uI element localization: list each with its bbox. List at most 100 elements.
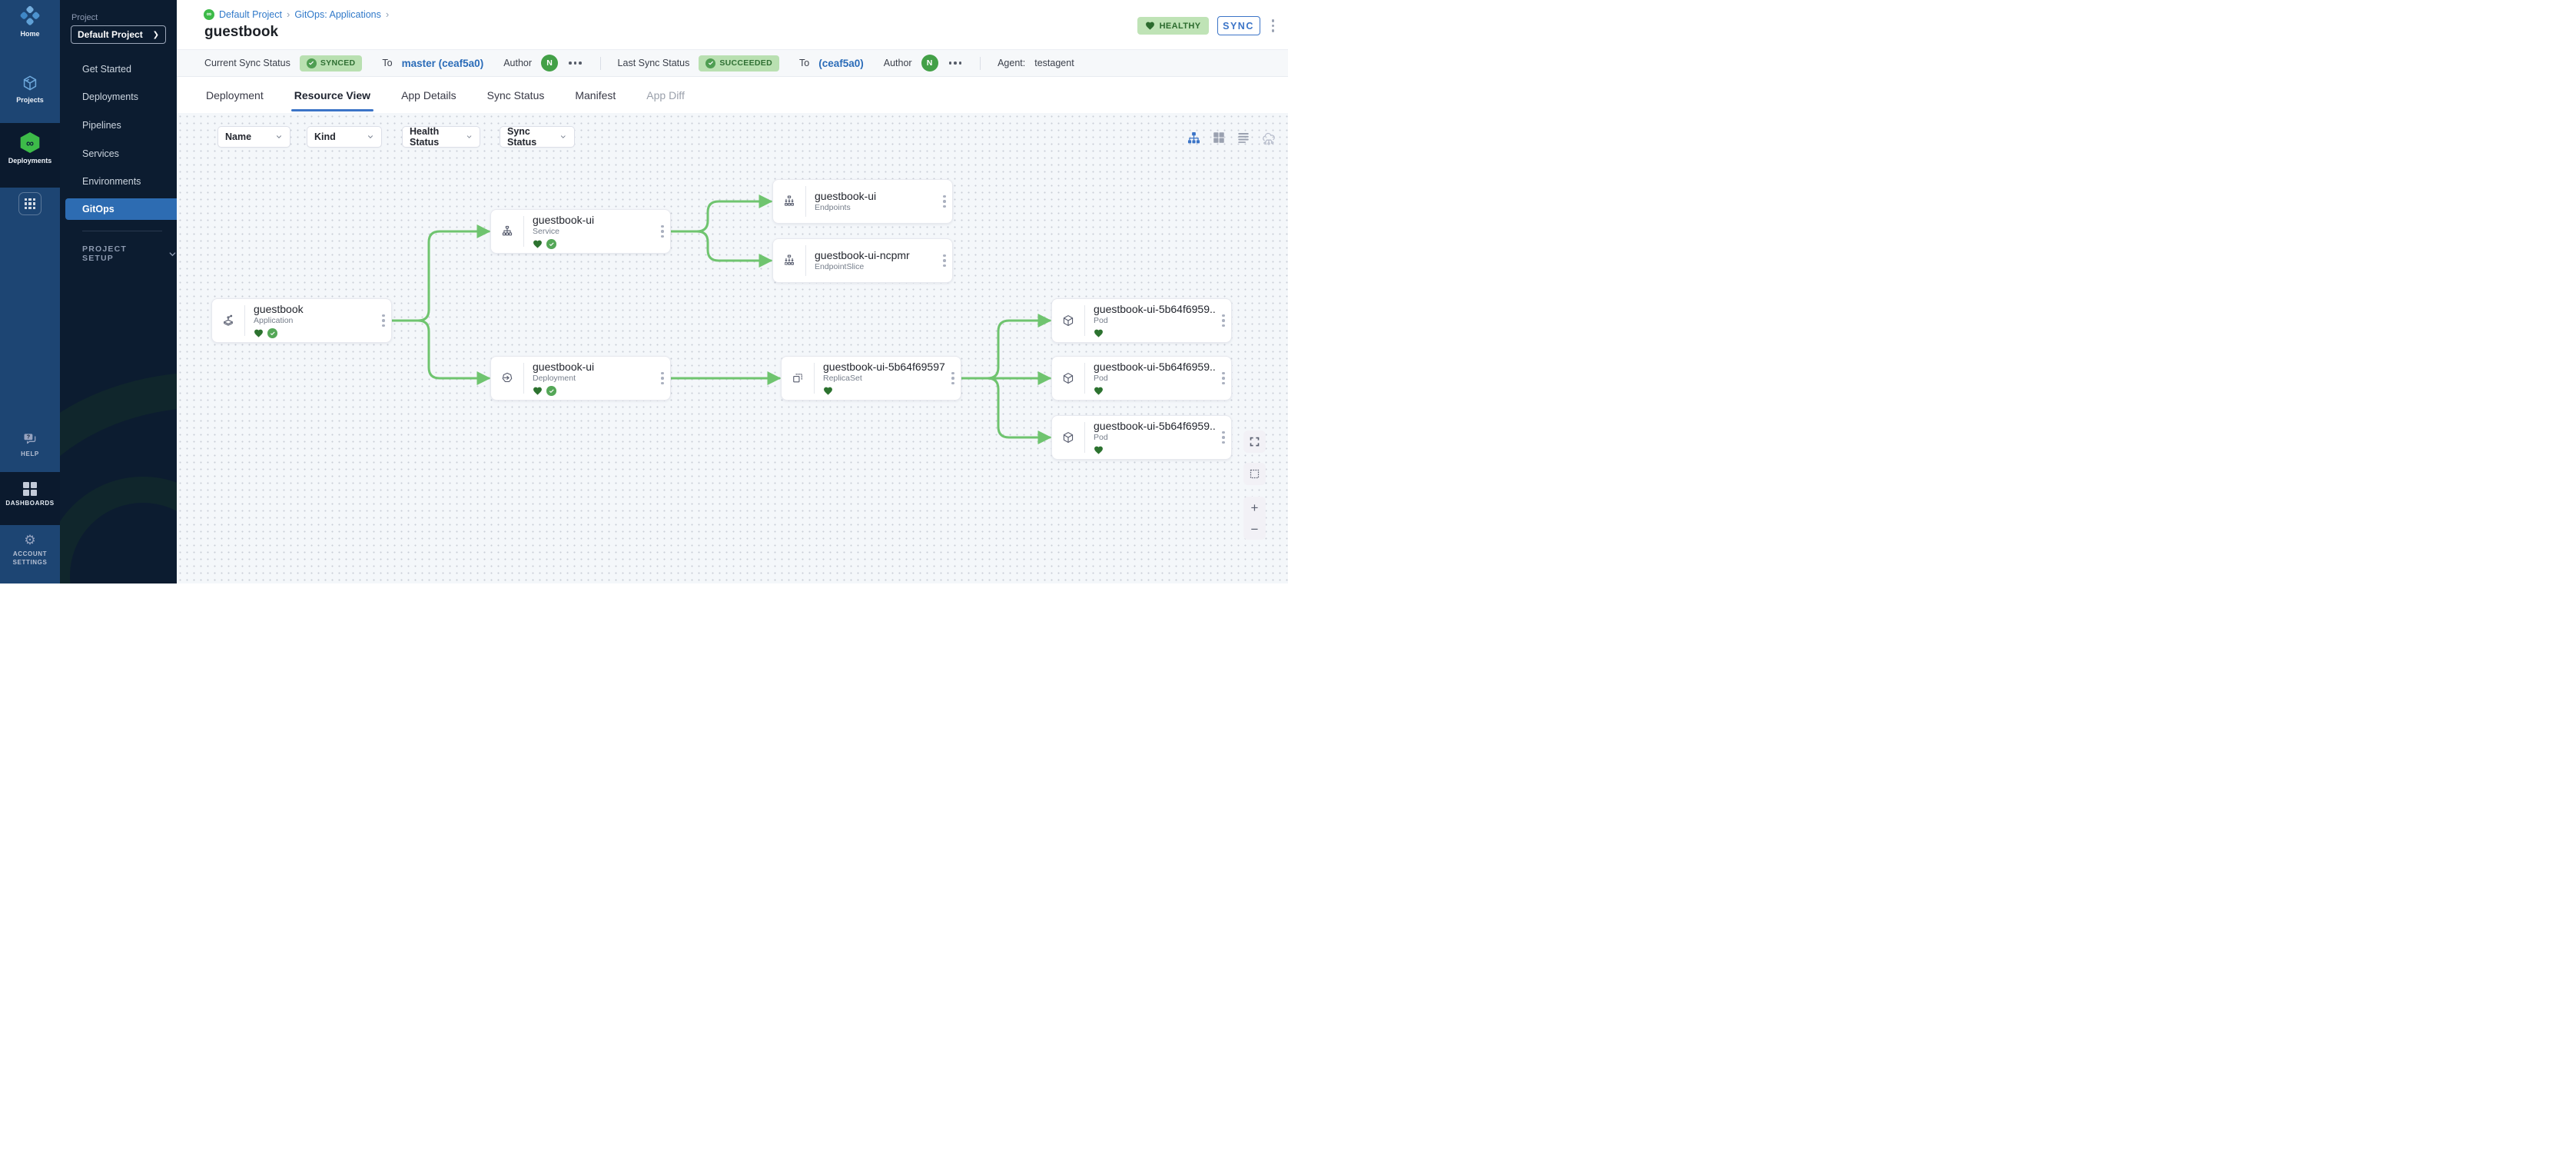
current-sync-status-label: Current Sync Status xyxy=(204,58,290,68)
tab-resource-view[interactable]: Resource View xyxy=(290,78,374,112)
page-title: guestbook xyxy=(204,24,279,40)
heart-icon xyxy=(1145,22,1154,30)
endpointslice-icon xyxy=(773,254,805,268)
project-selector[interactable]: Default Project ❯ xyxy=(71,25,166,44)
app-root: Home Projects ∞ Deployments ? HELP xyxy=(0,0,1288,584)
rail-item-label: ACCOUNT xyxy=(12,550,48,557)
node-divider xyxy=(523,363,524,394)
rail-item-label: Deployments xyxy=(8,157,52,165)
node-title: guestbook-ui-5b64f6959... xyxy=(1094,361,1216,374)
author-avatar[interactable]: N xyxy=(541,55,559,71)
sidebar-item-get-started[interactable]: Get Started xyxy=(82,64,131,75)
resource-node-pod-2[interactable]: guestbook-ui-5b64f6959...Pod xyxy=(1051,356,1232,401)
chevron-down-icon xyxy=(169,251,176,256)
sync-status-filter-dropdown[interactable]: Sync Status xyxy=(500,126,575,148)
check-icon xyxy=(306,58,317,68)
node-menu-icon[interactable] xyxy=(655,371,670,385)
agent-label: Agent: xyxy=(998,58,1026,68)
author-avatar[interactable]: N xyxy=(921,55,938,71)
last-sync-target-link[interactable]: (ceaf5a0) xyxy=(818,57,864,69)
kind-filter-dropdown[interactable]: Kind xyxy=(307,126,382,148)
list-view-toggle[interactable] xyxy=(1235,129,1252,146)
node-menu-icon[interactable] xyxy=(945,371,961,385)
healthy-heart-icon xyxy=(533,240,542,248)
tree-view-toggle[interactable] xyxy=(1185,129,1202,146)
node-divider xyxy=(523,216,524,247)
rail-item-help[interactable]: ? HELP xyxy=(0,431,60,459)
node-menu-icon[interactable] xyxy=(655,224,670,238)
project-setup-toggle[interactable]: PROJECT SETUP xyxy=(82,244,177,263)
resource-tree-canvas[interactable]: Name Kind Health Status Sync Status xyxy=(177,113,1288,584)
app-menu-icon[interactable] xyxy=(1269,18,1278,34)
pod-icon xyxy=(1052,371,1084,385)
sidebar-item-environments[interactable]: Environments xyxy=(82,176,141,187)
service-icon xyxy=(491,224,523,238)
module-picker-button[interactable] xyxy=(0,192,60,215)
breadcrumb-applications-link[interactable]: GitOps: Applications xyxy=(294,8,381,20)
resource-node-pod-3[interactable]: guestbook-ui-5b64f6959...Pod xyxy=(1051,415,1232,460)
rail-item-dashboards[interactable]: DASHBOARDS xyxy=(0,482,60,508)
healthy-heart-icon xyxy=(824,387,832,395)
grid-view-toggle[interactable] xyxy=(1210,129,1227,146)
rail-item-label: DASHBOARDS xyxy=(5,500,55,507)
rail-item-account-settings[interactable]: ⚙ ACCOUNT SETTINGS xyxy=(0,534,60,567)
node-status-icons xyxy=(254,328,376,338)
node-menu-icon[interactable] xyxy=(376,314,391,327)
tab-app-details[interactable]: App Details xyxy=(401,88,456,101)
gear-icon: ⚙ xyxy=(24,533,36,547)
tab-deployment[interactable]: Deployment xyxy=(206,88,264,101)
node-menu-icon[interactable] xyxy=(937,254,952,268)
sync-button[interactable]: SYNC xyxy=(1217,16,1260,35)
rail-item-projects[interactable]: Projects xyxy=(0,74,60,104)
endpoints-icon xyxy=(773,194,805,208)
sidebar-watermark xyxy=(60,373,177,584)
sidebar-item-deployments[interactable]: Deployments xyxy=(82,91,138,102)
project-sidebar: Project Default Project ❯ Get Started De… xyxy=(60,0,177,584)
sidebar-item-services[interactable]: Services xyxy=(82,148,119,159)
tab-sync-status[interactable]: Sync Status xyxy=(486,88,545,101)
commit-details-icon[interactable] xyxy=(567,62,583,65)
node-kind: Pod xyxy=(1094,316,1108,326)
rail-item-home[interactable]: Home xyxy=(0,5,60,38)
name-filter-dropdown[interactable]: Name xyxy=(217,126,290,148)
node-menu-icon[interactable] xyxy=(1216,371,1231,385)
node-status-icons xyxy=(1094,445,1216,455)
node-kind: Deployment xyxy=(533,374,576,384)
node-menu-icon[interactable] xyxy=(937,194,952,208)
sidebar-item-gitops[interactable]: GitOps xyxy=(65,198,177,220)
sidebar-item-pipelines[interactable]: Pipelines xyxy=(82,120,121,131)
node-status-icons xyxy=(1094,328,1216,338)
marquee-select-button[interactable] xyxy=(1243,463,1266,485)
node-menu-icon[interactable] xyxy=(1216,431,1231,444)
agent-value: testagent xyxy=(1034,58,1074,68)
zoom-in-button[interactable]: + xyxy=(1250,500,1259,515)
tab-manifest[interactable]: Manifest xyxy=(575,88,616,101)
breadcrumb-project-link[interactable]: Default Project xyxy=(219,8,282,20)
node-kind: EndpointSlice xyxy=(815,262,865,272)
node-menu-icon[interactable] xyxy=(1216,314,1231,327)
healthy-heart-icon xyxy=(254,329,263,337)
zoom-out-button[interactable]: − xyxy=(1250,521,1259,537)
chevron-right-icon: ❯ xyxy=(152,30,159,39)
node-body: guestbook-ui-5b64f6959...Pod xyxy=(1085,420,1216,455)
commit-details-icon[interactable] xyxy=(948,62,964,65)
fit-view-button[interactable] xyxy=(1243,431,1266,453)
health-status-filter-dropdown[interactable]: Health Status xyxy=(402,126,480,148)
resource-node-pod-1[interactable]: guestbook-ui-5b64f6959...Pod xyxy=(1051,298,1232,343)
chevron-down-icon xyxy=(277,135,281,138)
rail-item-deployments[interactable]: ∞ Deployments xyxy=(0,132,60,165)
gitops-logo-icon: ∞ xyxy=(204,8,214,20)
healthy-heart-icon xyxy=(1094,329,1103,337)
resource-tree-edges xyxy=(390,194,1052,444)
current-sync-target-link[interactable]: master (ceaf5a0) xyxy=(401,57,484,69)
infra-view-toggle[interactable] xyxy=(1260,129,1277,146)
